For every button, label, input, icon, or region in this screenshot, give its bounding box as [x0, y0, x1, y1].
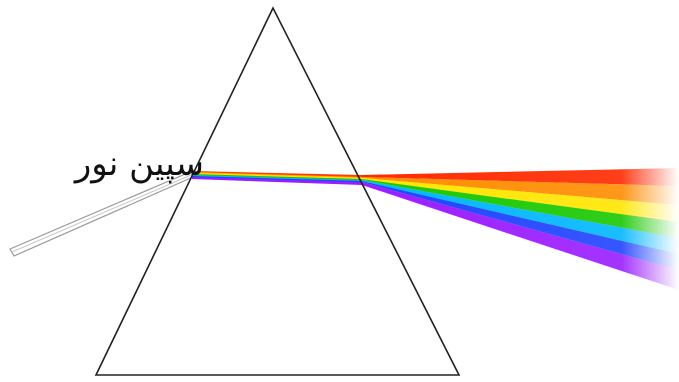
refracted-beam-inside-prism — [192, 171, 362, 185]
dispersed-spectrum — [362, 168, 679, 290]
incoming-light-label: سپین نور — [14, 142, 204, 186]
